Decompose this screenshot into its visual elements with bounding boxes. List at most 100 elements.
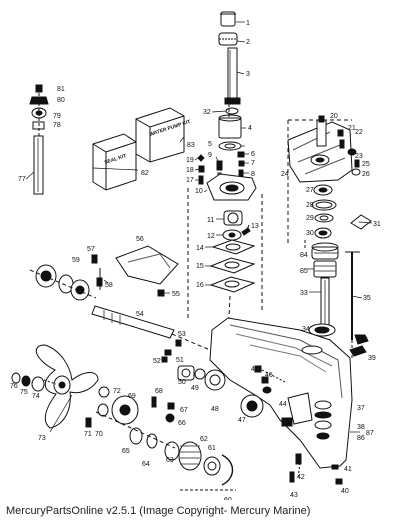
part-drawing-53: [175, 339, 182, 347]
part-drawing-25: [354, 159, 360, 168]
callout-53: 53: [178, 331, 186, 338]
part-drawing-24: [287, 121, 353, 183]
callout-8: 8: [251, 171, 255, 178]
part-drawing-32: [225, 107, 239, 115]
callout-70: 70: [95, 431, 103, 438]
callout-24: 24: [281, 171, 289, 178]
callout-41: 41: [344, 466, 352, 473]
callout-7: 7: [251, 160, 255, 167]
part-drawing-62: [203, 456, 221, 476]
part-drawing-57: [91, 254, 98, 264]
part-drawing-42: [295, 453, 302, 465]
callout-23: 23: [355, 153, 363, 160]
callout-64: 64: [142, 461, 150, 468]
part-drawing-52: [161, 356, 168, 363]
callout-10: 10: [195, 188, 203, 195]
callout-74: 74: [32, 393, 40, 400]
callout-39: 39: [368, 355, 376, 362]
part-drawing-65: [129, 427, 143, 445]
callout-61: 61: [208, 445, 216, 452]
part-drawing-74: [31, 376, 45, 392]
callout-73: 73: [38, 435, 46, 442]
callout-20: 20: [330, 113, 338, 120]
part-drawing-66: [165, 413, 175, 423]
callout-59: 59: [72, 257, 80, 264]
callout-13: 13: [251, 223, 259, 230]
callout-77: 77: [18, 176, 26, 183]
callout-86: 86: [357, 435, 365, 442]
callout-3: 3: [246, 71, 250, 78]
callout-45: 45: [251, 366, 259, 373]
part-drawing-39: [349, 345, 367, 357]
part-drawing-44: [262, 386, 272, 394]
part-drawing-11: [223, 210, 243, 226]
part-drawing-41: [331, 464, 339, 470]
callout-29: 29: [306, 215, 314, 222]
part-drawing-36: [354, 334, 369, 345]
callout-57: 57: [87, 246, 95, 253]
callout-28: 28: [306, 202, 314, 209]
part-drawing-21: [337, 129, 344, 137]
part-drawing-15: [209, 257, 256, 274]
part-drawing-75: [21, 375, 31, 387]
callout-71: 71: [84, 431, 92, 438]
callout-85: 85: [300, 268, 308, 275]
callout-34: 34: [302, 326, 310, 333]
callout-18: 18: [186, 167, 194, 174]
part-drawing-67: [167, 402, 175, 410]
part-drawing-70: [97, 403, 109, 417]
part-drawing-86: [316, 432, 330, 440]
callout-11: 11: [207, 217, 214, 224]
part-drawing-87: [209, 317, 353, 469]
callout-31: 31: [373, 221, 381, 228]
callout-56: 56: [136, 236, 144, 243]
part-drawing-14: [211, 239, 256, 255]
callout-52: 52: [153, 358, 161, 365]
callout-12: 12: [207, 233, 215, 240]
callout-5: 5: [208, 141, 212, 148]
callout-44: 44: [279, 401, 287, 408]
callout-67: 67: [180, 407, 188, 414]
callout-79: 79: [53, 113, 61, 120]
callout-81: 81: [57, 86, 65, 93]
callout-40: 40: [341, 488, 349, 495]
part-drawing-3: [227, 47, 238, 104]
callout-50: 50: [178, 379, 186, 386]
part-drawing-83: [135, 107, 185, 163]
callout-83: 83: [187, 142, 195, 149]
callout-82: 82: [141, 170, 149, 177]
callout-27: 27: [306, 187, 314, 194]
callout-68: 68: [155, 388, 163, 395]
part-drawing-6: [237, 151, 245, 158]
callout-2: 2: [246, 39, 250, 46]
part-drawing-76: [11, 372, 21, 384]
callout-15: 15: [196, 263, 204, 270]
callout-1: 1: [246, 20, 250, 27]
part-drawing-7: [238, 160, 245, 167]
callout-66: 66: [178, 420, 186, 427]
callout-46: 46: [265, 372, 273, 379]
callout-32: 32: [203, 109, 211, 116]
part-drawing-51: [164, 349, 172, 356]
callout-25: 25: [362, 161, 370, 168]
part-drawing-82: [92, 133, 137, 191]
callout-54: 54: [136, 311, 144, 318]
callout-78: 78: [53, 122, 61, 129]
part-drawing-19: [197, 154, 205, 162]
callout-43: 43: [290, 492, 298, 499]
callout-69: 69: [128, 393, 136, 400]
part-drawing-1: [220, 11, 236, 27]
callout-16: 16: [196, 282, 204, 289]
part-drawing-50: [177, 365, 195, 381]
part-drawing-5: [218, 141, 242, 151]
callout-33: 33: [300, 290, 308, 297]
callout-21: 21: [348, 125, 356, 132]
part-drawing-17: [198, 175, 204, 185]
callout-60: 60: [224, 497, 232, 500]
part-drawing-46: [261, 376, 269, 384]
callout-42: 42: [297, 474, 305, 481]
part-drawing-63: [164, 441, 180, 461]
part-drawing-48: [204, 369, 226, 391]
part-drawing-26: [351, 168, 361, 176]
part-drawing-64: [146, 433, 158, 449]
